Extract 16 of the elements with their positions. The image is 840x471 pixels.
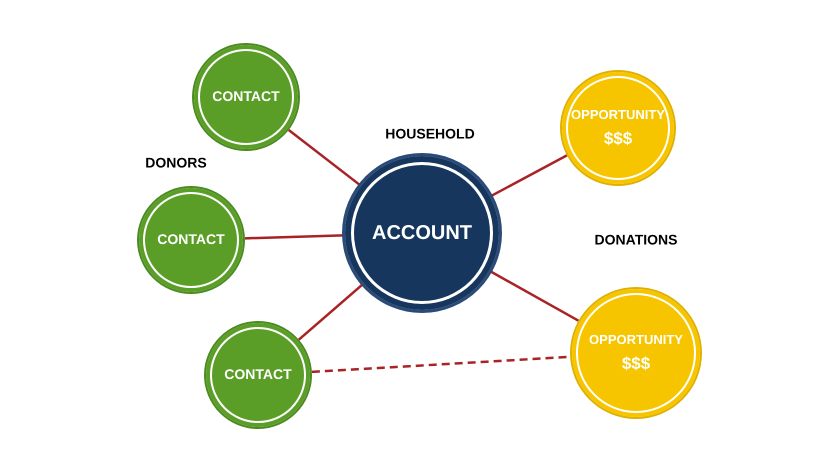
group-label: HOUSEHOLD: [385, 124, 475, 144]
connector-line: [288, 129, 360, 186]
node-label: $$$: [622, 352, 650, 374]
connector-line: [491, 154, 568, 197]
node-label: OPPORTUNITY: [571, 107, 665, 124]
connector-line: [298, 284, 364, 341]
connector-line: [490, 270, 580, 322]
node-label: OPPORTUNITY: [589, 332, 683, 348]
node-label: ACCOUNT: [372, 220, 472, 246]
group-label: DONORS: [145, 154, 207, 172]
node-label: $$$: [604, 128, 632, 149]
node-label: CONTACT: [212, 88, 280, 106]
node-label: CONTACT: [157, 231, 225, 249]
group-label: DONATIONS: [594, 230, 678, 250]
connector-line: [244, 234, 344, 240]
node-label: CONTACT: [224, 366, 292, 384]
